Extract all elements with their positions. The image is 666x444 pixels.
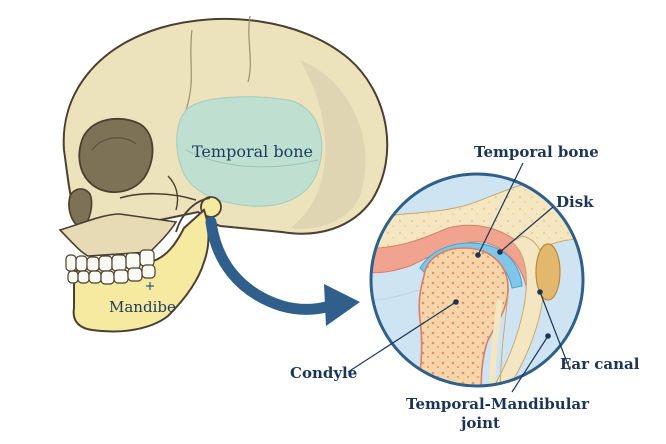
tooth [88, 270, 102, 284]
tmj-label-line2: joint [461, 414, 500, 432]
leader-tmj [511, 335, 549, 393]
inset-ear-canal [535, 243, 561, 301]
tmj-label-line1: Temporal-Mandibular [406, 395, 590, 413]
inset-condyle [415, 247, 509, 386]
cheekbone [119, 192, 197, 201]
tooth [127, 267, 143, 282]
skull-temporal-bone-label: Temporal bone [192, 142, 313, 161]
temporal-bone-region [176, 96, 323, 207]
tooth [139, 249, 155, 267]
condyle-label: Condyle [290, 364, 358, 382]
disk-label: Disk [556, 193, 594, 211]
leader-ear-canal [539, 291, 571, 371]
zoom-arrow [205, 216, 360, 326]
tooth [100, 270, 115, 285]
tooth [125, 252, 141, 270]
tooth [98, 255, 113, 272]
leader-lines [347, 162, 571, 393]
tooth [67, 270, 79, 284]
tooth [113, 269, 129, 284]
tooth [75, 255, 88, 272]
tooth [65, 254, 77, 272]
mandible-label: Mandibe [109, 298, 176, 316]
inset-temporal-bone-label: Temporal bone [474, 143, 599, 161]
skull [58, 15, 389, 257]
mandible-marker [146, 282, 154, 290]
tooth [86, 256, 100, 272]
nasal-cavity [68, 188, 93, 229]
teeth [65, 249, 156, 285]
leader-condyle [347, 301, 457, 373]
eye-socket [78, 117, 154, 193]
tooth [111, 254, 127, 272]
leader-disk [499, 206, 554, 253]
tooth [141, 264, 156, 279]
ear-canal-label: Ear canal [560, 355, 640, 373]
tooth [77, 270, 90, 284]
leader-temporal-bone [477, 162, 524, 256]
maxilla [58, 213, 178, 257]
